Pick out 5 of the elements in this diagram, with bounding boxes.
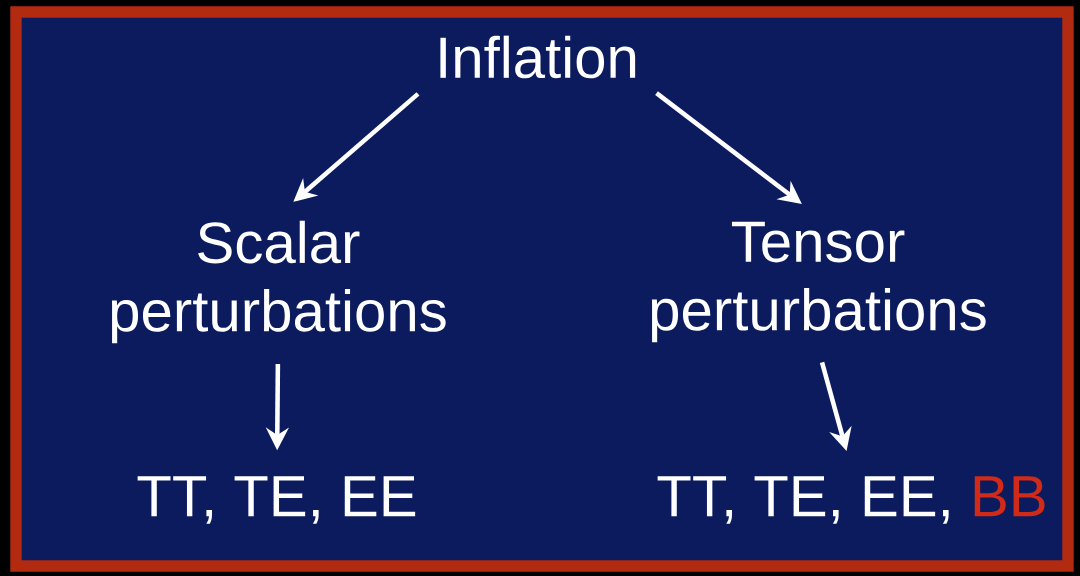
label-text: TT, TE, EE, BB — [657, 476, 1045, 524]
heading-text: Tensor perturbations — [651, 221, 986, 343]
heading-text: Inflation — [440, 35, 636, 79]
label-text: TT, TE, EE — [137, 476, 416, 524]
heading-text: Scalar perturbations — [111, 220, 446, 344]
